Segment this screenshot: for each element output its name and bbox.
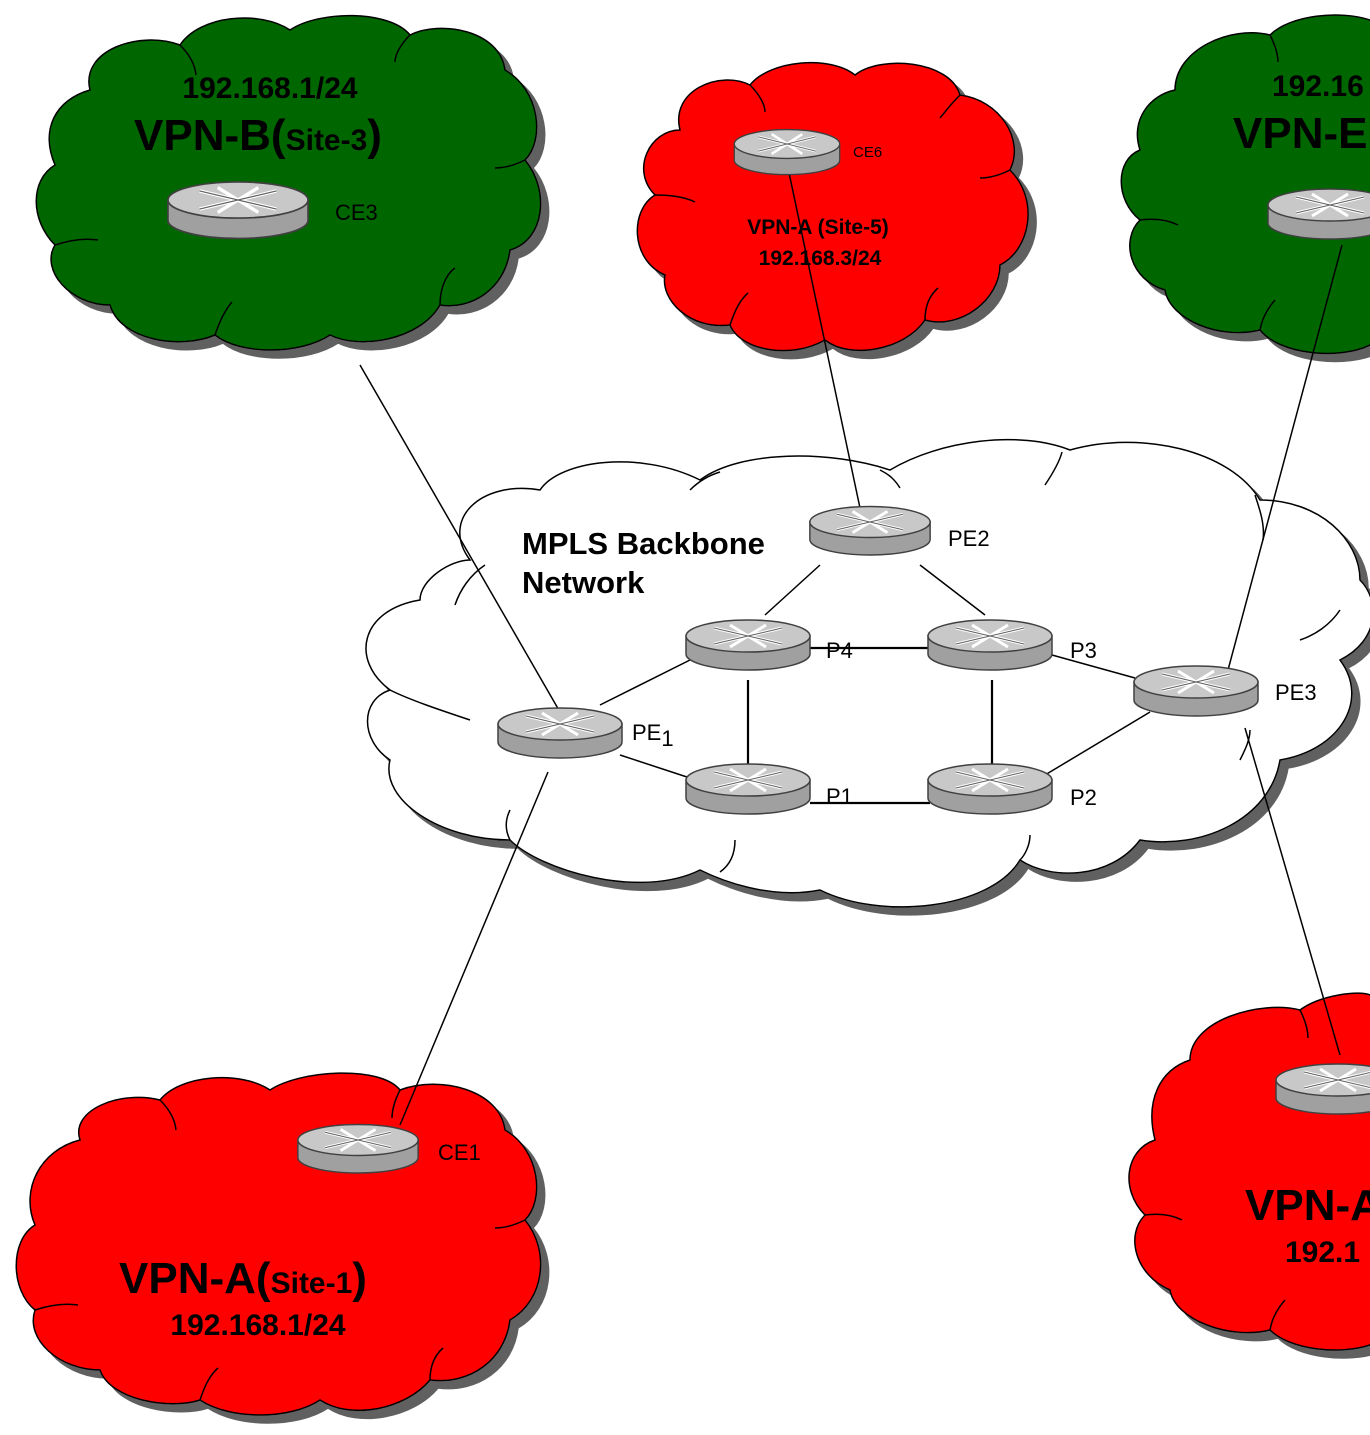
backbone-cloud-arcs	[389, 451, 1341, 873]
site-tr-cloud-arcs	[1139, 34, 1279, 331]
backbone-title-line2: Network	[522, 565, 645, 600]
link-ce1-pe1	[399, 771, 549, 1126]
site-br-vpn-label: VPN-A	[1245, 1181, 1370, 1230]
site1-cloud	[15, 1072, 542, 1416]
link-cebr-pe3	[1244, 727, 1341, 1056]
router-p4-icon	[684, 618, 812, 672]
site1-ip: 192.168.1/24	[170, 1309, 345, 1342]
label-p4: P4	[826, 638, 853, 663]
link-ce6-pe2	[787, 167, 861, 509]
site1-router-label: CE1	[438, 1140, 481, 1165]
site-br-cloud-arcs	[1144, 1009, 1309, 1331]
site-tr-cloud	[1120, 14, 1370, 355]
router-ce6-icon	[732, 128, 842, 176]
site-tr-ip: 192.16	[1272, 70, 1364, 103]
site3-ip: 192.168.1/24	[182, 72, 357, 105]
router-ce1-icon	[296, 1123, 420, 1175]
label-p1: P1	[826, 784, 853, 809]
site5-cloud-arcs	[654, 84, 1011, 326]
label-pe3: PE3	[1275, 680, 1317, 705]
router-p1-icon	[684, 762, 812, 816]
backbone-title-line1: MPLS Backbone	[522, 526, 765, 561]
site3-cloud-arcs	[54, 34, 526, 336]
backbone-cloud	[365, 438, 1370, 908]
router-pe3-icon	[1132, 664, 1260, 718]
link-pe2-p4	[764, 564, 821, 616]
site-br-ip: 192.1	[1285, 1236, 1360, 1269]
router-pe1-icon	[496, 706, 624, 760]
label-p3: P3	[1070, 638, 1097, 663]
link-pe1-p4	[599, 659, 691, 706]
link-cetr-pe3	[1227, 244, 1343, 671]
site5-vpn-label: VPN-A (Site-5)	[747, 216, 889, 239]
site1-cloud-arcs	[34, 1089, 526, 1401]
link-pe2-p3	[919, 564, 986, 616]
site5-router-label: CE6	[853, 144, 882, 161]
links	[359, 167, 1343, 1126]
router-pe2-icon	[808, 505, 932, 557]
site3-cloud	[35, 14, 542, 351]
site-tr-vpn-label: VPN-E	[1233, 109, 1367, 158]
link-p2-pe3	[1044, 711, 1151, 776]
router-cetr-icon	[1266, 187, 1370, 241]
link-pe1-p1	[619, 754, 691, 779]
link-p3-pe3	[1051, 654, 1136, 679]
router-ce3-icon	[166, 180, 310, 241]
site5-cloud	[636, 61, 1029, 352]
router-p3-icon	[926, 618, 1054, 672]
site5-ip: 192.168.3/24	[759, 247, 882, 270]
label-pe1: PE1	[632, 720, 674, 751]
site-br-cloud	[1128, 992, 1370, 1351]
router-cebr-icon	[1274, 1062, 1370, 1116]
label-pe1-sub: 1	[661, 726, 673, 751]
site1-vpn-label: VPN-A(Site-1)	[119, 1254, 367, 1303]
label-pe2: PE2	[948, 526, 990, 551]
site3-vpn-label: VPN-B(Site-3)	[134, 111, 382, 160]
site3-router-label: CE3	[335, 200, 378, 225]
router-p2-icon	[926, 762, 1054, 816]
link-ce3-pe1	[359, 364, 561, 713]
label-p2: P2	[1070, 785, 1097, 810]
